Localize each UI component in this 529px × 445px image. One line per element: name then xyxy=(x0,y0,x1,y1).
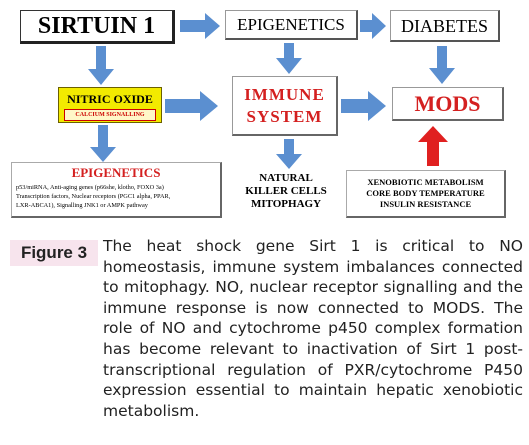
calcium-signalling-label: CALCIUM SIGNALLING xyxy=(64,109,156,121)
arrow-sirtuin-to-epigenetics xyxy=(180,13,220,39)
immune-line2: SYSTEM xyxy=(246,107,323,126)
killer-line2: KILLER CELLS xyxy=(245,185,327,197)
xeno-line2: CORE BODY TEMPERATURE xyxy=(366,188,485,198)
epigenetics-top-box: EPIGENETICS xyxy=(225,10,358,40)
arrow-nitric-to-epigenetics xyxy=(90,125,116,162)
diagram-arrows xyxy=(88,13,455,169)
arrow-epigenetics-to-diabetes xyxy=(360,13,386,39)
sirtuin-box: SIRTUIN 1 xyxy=(20,10,175,44)
mods-box: MODS xyxy=(392,87,504,121)
epigenetics-detail-title: EPIGENETICS xyxy=(71,165,161,180)
natural-killer-box: NATURAL KILLER CELLS MITOPHAGY xyxy=(240,170,332,220)
killer-line1: NATURAL xyxy=(259,172,313,184)
arrow-nitric-to-immune xyxy=(165,91,218,121)
nitric-oxide-label: NITRIC OXIDE xyxy=(67,92,153,106)
xeno-line1: XENOBIOTIC METABOLISM xyxy=(367,177,484,187)
immune-line1: IMMUNE xyxy=(244,85,325,104)
arrow-immune-to-killer xyxy=(276,139,302,169)
epigenetics-detail-box: EPIGENETICS p53/miRNA, Anti-aging genes … xyxy=(11,162,222,218)
killer-line3: MITOPHAGY xyxy=(250,198,322,210)
arrow-diabetes-to-mods xyxy=(429,46,455,84)
arrow-epigenetics-to-immune xyxy=(276,43,302,74)
epigenetics-detail-line1: p53/miRNA, Anti-aging genes (p66she, klo… xyxy=(16,184,164,191)
immune-system-box: IMMUNE SYSTEM xyxy=(232,76,338,136)
arrow-sirtuin-to-nitric xyxy=(88,46,114,85)
arrow-immune-to-mods xyxy=(341,91,386,121)
nitric-oxide-box: NITRIC OXIDE CALCIUM SIGNALLING xyxy=(58,87,162,123)
figure-caption: The heat shock gene Sirt 1 is critical t… xyxy=(103,237,523,420)
figure-label: Figure 3 xyxy=(10,240,98,266)
diabetes-box: DIABETES xyxy=(390,10,500,42)
xenobiotic-box: XENOBIOTIC METABOLISM CORE BODY TEMPERAT… xyxy=(346,170,506,218)
arrow-xenobiotic-to-mods xyxy=(418,126,448,166)
epigenetics-detail-line3: LXR-ABCA1), Signalling JNK1 or AMPK path… xyxy=(16,202,148,209)
epigenetics-detail-line2: Transcription factors, Nuclear receptors… xyxy=(16,193,171,200)
xeno-line3: INSULIN RESISTANCE xyxy=(379,199,472,209)
